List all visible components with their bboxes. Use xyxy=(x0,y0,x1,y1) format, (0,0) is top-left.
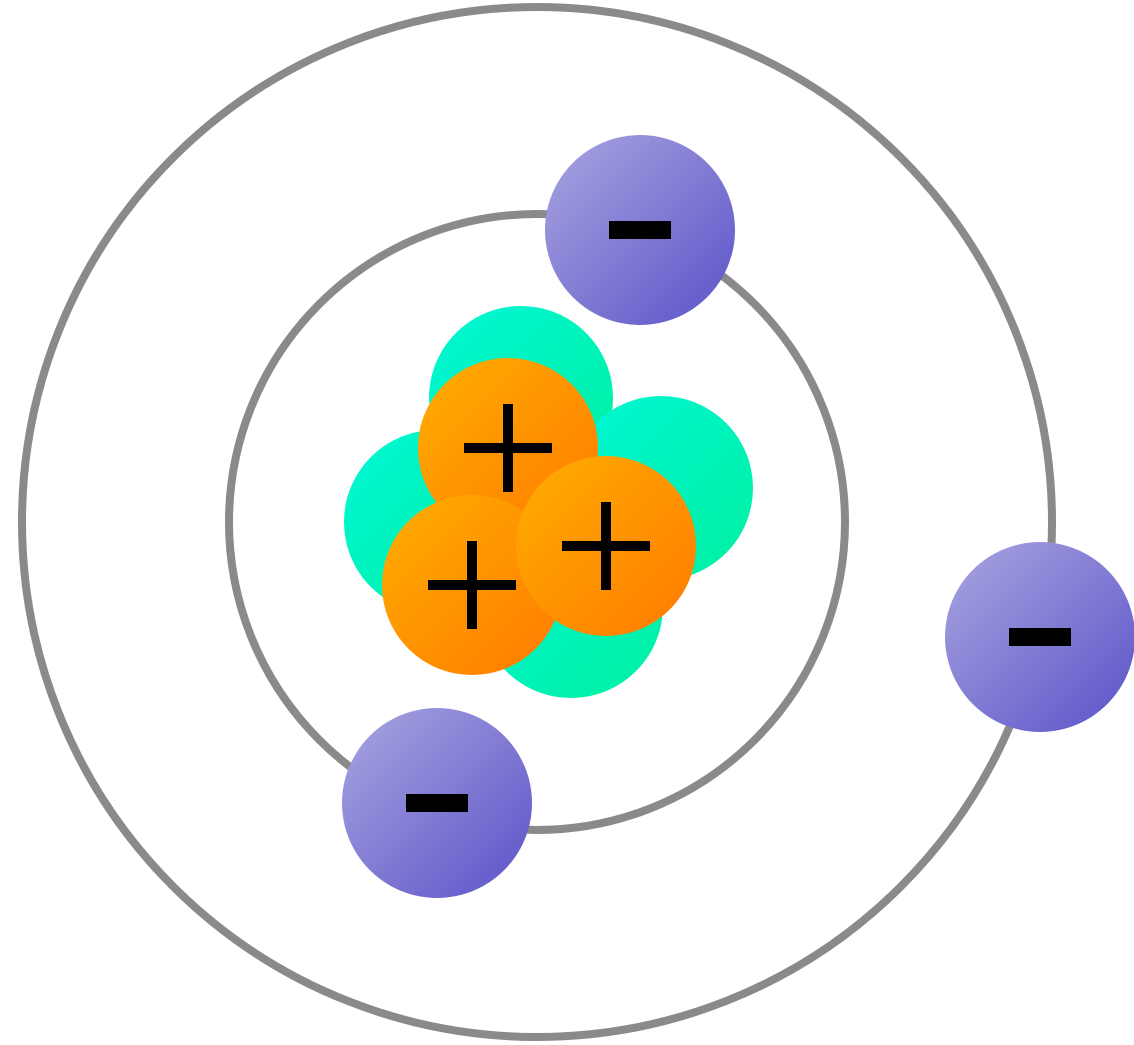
minus-sign-icon xyxy=(1009,628,1071,646)
inner-orbit xyxy=(225,210,849,834)
proton-3 xyxy=(516,456,696,636)
plus-sign-icon xyxy=(428,541,516,629)
plus-sign-icon xyxy=(562,502,650,590)
electron-2 xyxy=(945,542,1134,732)
plus-sign-icon xyxy=(464,404,552,492)
nucleus xyxy=(344,306,753,698)
protons xyxy=(382,358,696,675)
electron-3 xyxy=(342,708,532,898)
minus-sign-icon xyxy=(406,794,468,812)
electron-1 xyxy=(545,135,735,325)
minus-sign-icon xyxy=(609,221,671,239)
orbits xyxy=(18,3,1056,1041)
outer-orbit xyxy=(18,3,1056,1041)
electrons xyxy=(342,135,1134,898)
